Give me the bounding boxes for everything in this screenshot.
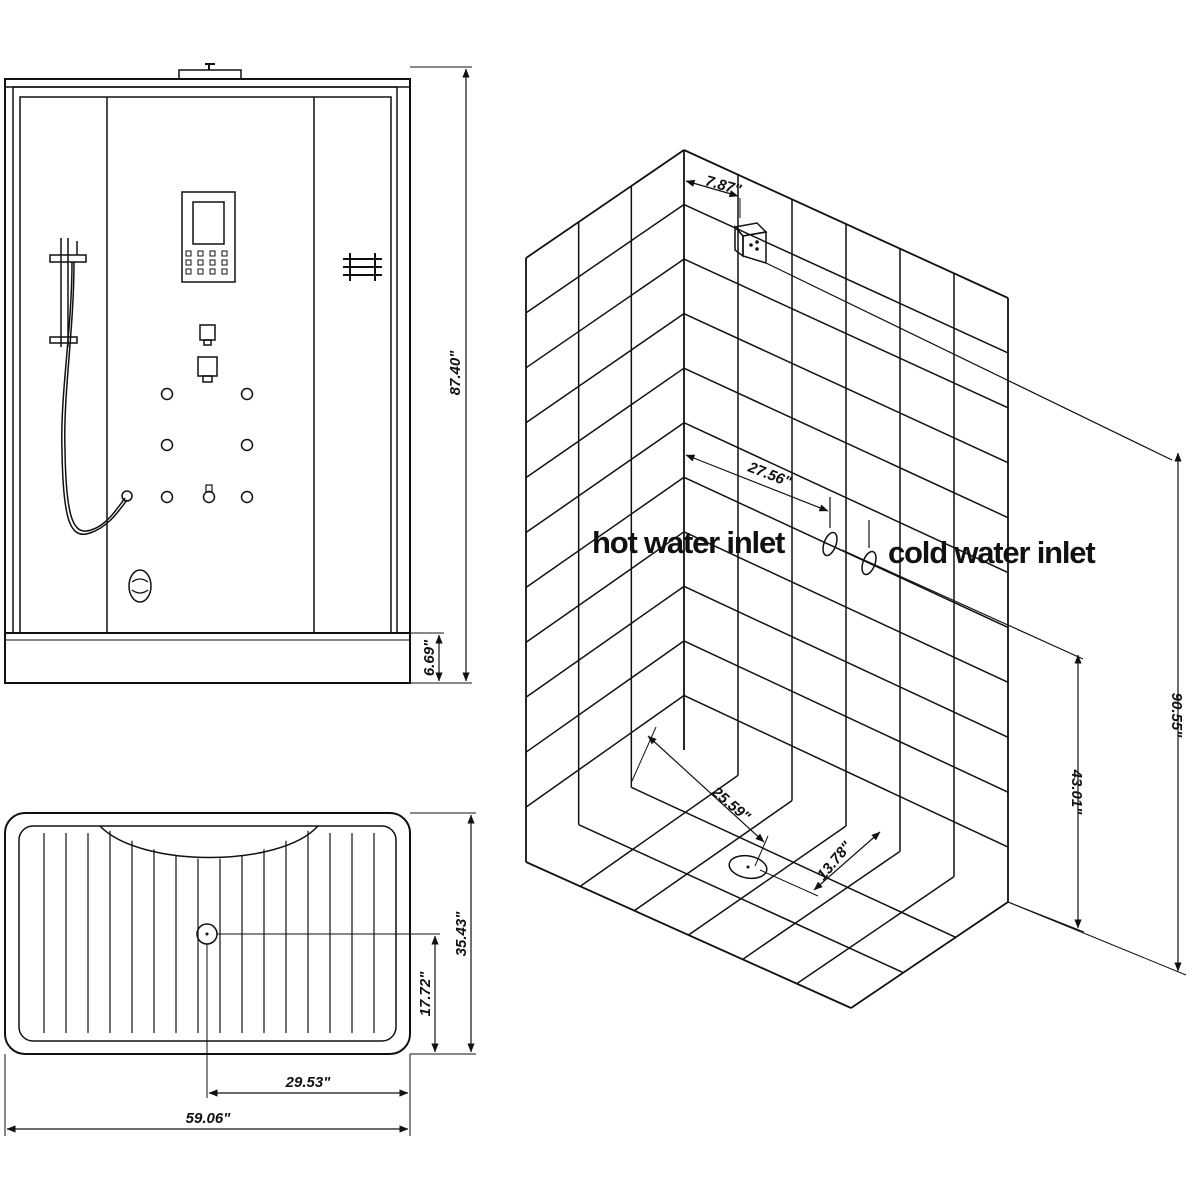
back-wall-tile-line bbox=[683, 531, 1009, 684]
back-wall-tile-line bbox=[683, 312, 1009, 464]
floor-tile-line bbox=[796, 876, 955, 985]
inlet-offset-arrow bbox=[685, 454, 829, 512]
back-wall-tile-line bbox=[683, 585, 1009, 738]
top-view: 35.43" 17.72" 29.53" 59.06" bbox=[4, 812, 476, 1136]
inlet-height-dimension: 43.01" bbox=[1007, 654, 1085, 933]
foot-massager-icon bbox=[128, 569, 152, 603]
floor-tile-line bbox=[578, 823, 904, 974]
drain-front-dimension: 17.72" bbox=[217, 933, 440, 1053]
left-wall-tile-line bbox=[525, 367, 685, 479]
cold-water-label: cold water inlet bbox=[888, 535, 1095, 570]
front-outer-frame bbox=[4, 78, 411, 684]
left-wall-tile-line bbox=[525, 585, 685, 698]
hot-inlet-icon bbox=[822, 497, 838, 557]
tray-width-label: 59.06" bbox=[186, 1110, 232, 1127]
tray-depth-dimension: 35.43" bbox=[410, 812, 476, 1055]
drain-front-label: 17.72" bbox=[417, 971, 434, 1017]
floor-tile-line bbox=[633, 800, 793, 912]
inlet-offset-label: 27.56" bbox=[745, 459, 795, 492]
left-wall-tile-line bbox=[525, 313, 685, 424]
mixer-valve-icon bbox=[197, 324, 218, 383]
wall-edge bbox=[850, 901, 1009, 1009]
drain-center-mark bbox=[205, 932, 209, 936]
left-wall-tile-line bbox=[525, 531, 685, 643]
front-view: 87.40" 6.69" bbox=[4, 63, 472, 684]
steam-outlet-icon bbox=[733, 222, 768, 265]
control-panel-keypad bbox=[185, 250, 228, 275]
iso-total-height-dimension: 90.55" bbox=[1007, 452, 1187, 976]
left-wall-tile-line bbox=[525, 640, 685, 753]
back-wall-tile-line bbox=[683, 367, 1009, 519]
back-wall-tile-line bbox=[683, 694, 1009, 848]
height-total-label: 87.40" bbox=[447, 350, 464, 396]
left-wall-tile-line bbox=[525, 203, 685, 314]
floor-tile-line bbox=[631, 786, 956, 939]
iso-view: 7.87" 27.56" hot water inlet cold water … bbox=[525, 149, 1187, 1009]
base-height-label: 6.69" bbox=[421, 639, 438, 676]
left-wall-tile-line bbox=[525, 422, 685, 534]
wall-edge bbox=[525, 149, 685, 259]
body-jets bbox=[160, 387, 254, 504]
drain-side-iso-dimension: 13.78" bbox=[759, 831, 881, 897]
tray-seat-curve bbox=[99, 825, 319, 859]
left-wall-tile-line bbox=[525, 694, 685, 808]
tray-ribs bbox=[43, 830, 375, 1033]
drain-side-label: 29.53" bbox=[285, 1074, 332, 1091]
drain-side-dimension: 29.53" bbox=[206, 944, 409, 1098]
iso-drain-icon bbox=[728, 854, 768, 880]
shower-base bbox=[4, 632, 411, 684]
left-wall-tile-line bbox=[525, 258, 685, 369]
left-wall-tile-line bbox=[525, 476, 685, 589]
hot-water-label: hot water inlet bbox=[592, 525, 785, 560]
top-steam-box bbox=[178, 69, 242, 80]
back-wall-tile-line bbox=[683, 422, 1009, 574]
base-height-dimension: 6.69" bbox=[410, 632, 444, 682]
tray-width-dimension: 59.06" bbox=[4, 1054, 411, 1136]
tray-depth-label: 35.43" bbox=[453, 911, 470, 957]
back-wall-tile-line bbox=[683, 640, 1009, 793]
drain-depth-label: 25.59" bbox=[708, 783, 755, 826]
towel-rack-icon bbox=[343, 253, 382, 281]
hand-shower-icon bbox=[49, 238, 133, 535]
control-panel-screen bbox=[192, 201, 225, 245]
steam-offset-dimension: 7.87" bbox=[685, 172, 744, 218]
iso-total-height-label: 90.55" bbox=[1168, 693, 1185, 739]
inlet-height-label: 43.01" bbox=[1068, 769, 1085, 816]
control-panel-icon bbox=[181, 191, 236, 283]
back-wall-tile-line bbox=[683, 258, 1009, 409]
cold-inlet-icon bbox=[861, 520, 877, 576]
tile-grid bbox=[525, 149, 1009, 1009]
front-height-dimension: 87.40" bbox=[410, 66, 472, 684]
